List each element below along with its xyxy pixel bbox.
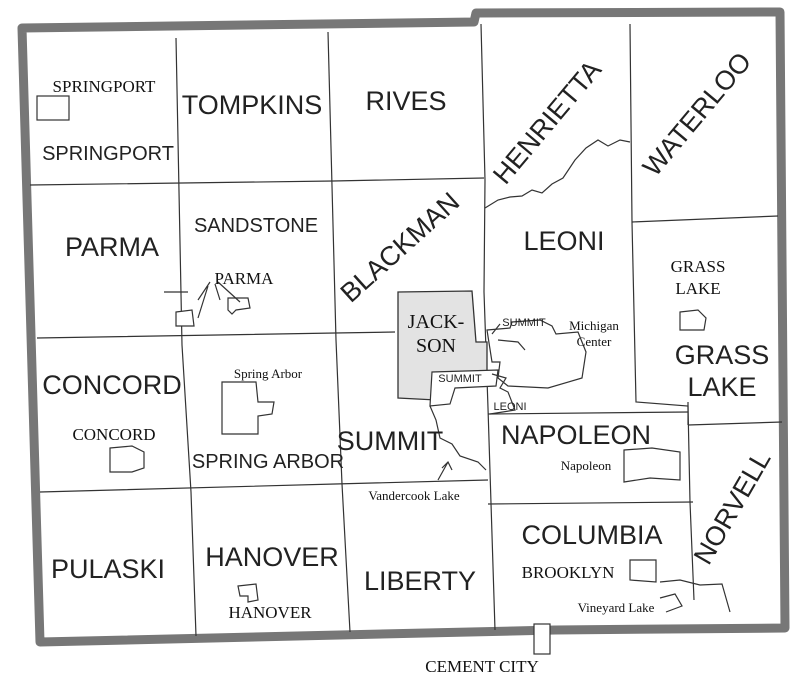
place-label-springport: SPRINGPORT xyxy=(53,77,157,96)
place-label-jackson-2: SON xyxy=(416,335,456,357)
place-label-spring-arbor: Spring Arbor xyxy=(234,366,303,381)
place-label-grass-lake-2: LAKE xyxy=(675,279,720,298)
township-label-norvell: NORVELL xyxy=(688,446,777,570)
springport-village xyxy=(36,95,70,121)
concord-village xyxy=(109,445,145,473)
township-label-concord: CONCORD xyxy=(42,370,182,400)
brooklyn-village xyxy=(629,559,657,583)
place-label-cement-city: CEMENT CITY xyxy=(425,657,539,676)
hanover-village xyxy=(237,583,259,603)
place-label-summit-north: SUMMIT xyxy=(502,317,546,329)
vineyard-lake xyxy=(659,593,683,613)
napoleon-area xyxy=(623,447,681,483)
county-boundary xyxy=(17,7,790,647)
place-label-hanover: HANOVER xyxy=(228,603,312,622)
summit-north-arrow xyxy=(491,323,501,335)
township-label-napoleon: NAPOLEON xyxy=(501,420,651,450)
spring-arbor-area xyxy=(221,381,275,435)
township-grid xyxy=(29,23,783,637)
place-label-vineyard-lake: Vineyard Lake xyxy=(578,600,655,615)
place-label-napoleon: Napoleon xyxy=(561,458,612,473)
vandercook-arrow xyxy=(437,460,453,481)
township-label-liberty: LIBERTY xyxy=(364,566,476,596)
place-label-brooklyn: BROOKLYN xyxy=(522,563,615,582)
grass-lake-village xyxy=(679,309,707,331)
township-label-spring-arbor: SPRING ARBOR xyxy=(192,451,344,473)
place-label-jackson-1: JACK- xyxy=(408,311,465,333)
place-label-grass-lake-1: GRASS xyxy=(671,257,726,276)
township-label-waterloo: WATERLOO xyxy=(637,47,757,182)
place-label-vandercook-lake: Vandercook Lake xyxy=(368,488,460,503)
township-label-columbia: COLUMBIA xyxy=(521,520,662,550)
township-label-parma: PARMA xyxy=(65,232,159,262)
township-label-tompkins: TOMPKINS xyxy=(182,90,323,120)
place-label-michigan-center-2: Center xyxy=(577,334,612,349)
cement-city-village xyxy=(533,623,551,655)
township-label-grass-lake-2: LAKE xyxy=(687,372,756,402)
township-label-rives: RIVES xyxy=(365,86,446,116)
township-label-sandstone: SANDSTONE xyxy=(194,215,318,237)
township-label-springport: SPRINGPORT xyxy=(42,143,174,165)
place-label-parma: PARMA xyxy=(215,269,275,288)
urban-boundaries xyxy=(429,319,587,471)
parma-village xyxy=(175,309,195,327)
township-label-hanover: HANOVER xyxy=(205,542,339,572)
parma-annex xyxy=(227,297,251,315)
place-label-leoni: LEONI xyxy=(493,401,526,413)
place-label-michigan-center-1: Michigan xyxy=(569,318,619,333)
township-label-summit: SUMMIT xyxy=(337,426,443,456)
township-label-blackman: BLACKMAN xyxy=(335,186,465,308)
township-label-leoni: LEONI xyxy=(523,226,604,256)
township-label-henrietta: HENRIETTA xyxy=(487,55,607,190)
township-label-grass-lake-1: GRASS xyxy=(675,340,770,370)
parma-arrows xyxy=(197,281,241,319)
place-label-concord: CONCORD xyxy=(72,425,155,444)
place-label-summit-south: SUMMIT xyxy=(438,373,482,385)
township-label-pulaski: PULASKI xyxy=(51,554,165,584)
